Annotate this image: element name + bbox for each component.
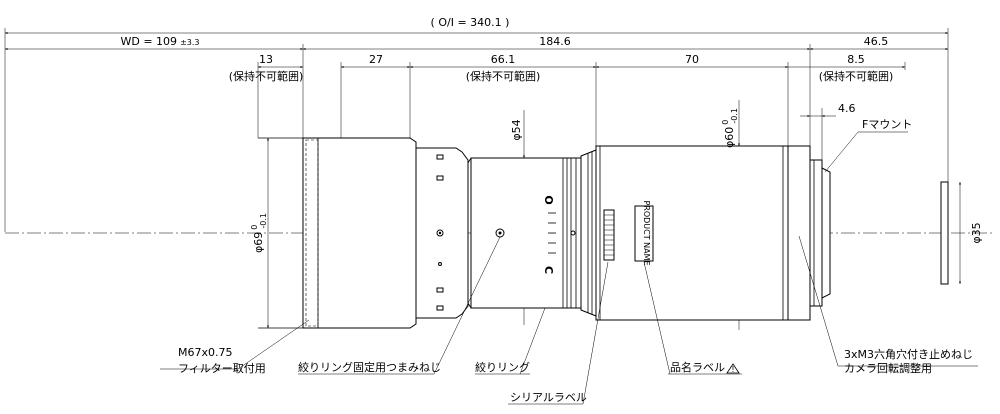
dia-60: φ600-0.1	[721, 100, 740, 330]
iris-scale-ticks	[548, 212, 556, 254]
svg-text:品名ラベル: 品名ラベル	[670, 360, 725, 374]
dimension-oi: ( O/I = 340.1 )	[5, 16, 948, 34]
svg-text:絞りリング: 絞りリング	[475, 360, 530, 374]
no-hold-2: (保持不可範囲)	[466, 69, 541, 83]
dim-70-text: 70	[685, 53, 699, 66]
svg-text:Fマウント: Fマウント	[862, 118, 912, 131]
svg-text:φ690-0.1: φ690-0.1	[250, 213, 268, 253]
svg-text:絞りリング固定用つまみねじ: 絞りリング固定用つまみねじ	[298, 360, 441, 374]
svg-text:φ54: φ54	[510, 119, 523, 140]
front-barrel	[302, 137, 417, 329]
dia-54: φ54	[510, 110, 525, 325]
iris-ring	[470, 157, 582, 309]
svg-text:カメラ回転調整用: カメラ回転調整用	[844, 361, 932, 375]
no-hold-3: (保持不可範囲)	[819, 69, 894, 83]
rear-step-grooves	[587, 151, 593, 315]
product-name-print: PRODUCT NAME	[642, 200, 651, 265]
mount-flange	[787, 145, 811, 321]
svg-text:3xM3六角穴付き止めねじ: 3xM3六角穴付き止めねじ	[844, 347, 973, 361]
callout-serial-label: シリアルラベル	[508, 261, 609, 405]
callout-set-screw: 3xM3六角穴付き止めねじ カメラ回転調整用	[798, 235, 978, 375]
wd-text: WD = 109±3.3	[121, 35, 200, 48]
dimension-row-2: WD = 109±3.3 184.6 46.5	[5, 35, 948, 50]
product-label-body: PRODUCT NAME	[634, 200, 654, 266]
dimension-oi-text: ( O/I = 340.1 )	[431, 16, 510, 29]
dim-27-text: 27	[369, 53, 383, 66]
no-hold-1: (保持不可範囲)	[229, 69, 304, 83]
dim-13-text: 13	[259, 53, 273, 66]
svg-text:!: !	[731, 365, 734, 374]
dia-35: φ35	[940, 181, 983, 285]
callout-iris-ring: 絞りリング	[475, 307, 546, 375]
dim-465-text: 46.5	[864, 35, 889, 48]
callout-iris-lock: 絞りリング固定用つまみねじ	[298, 236, 501, 375]
dimension-row-3: 13 (保持不可範囲) 27 66.1 (保持不可範囲) 70 8.5 (保持不…	[229, 53, 905, 83]
iris-close-mark: C	[542, 266, 555, 274]
lens-body: O C	[258, 137, 831, 329]
svg-text:M67x0.75: M67x0.75	[178, 346, 233, 359]
callout-product-label: 品名ラベル !	[643, 261, 742, 375]
f-mount	[809, 159, 823, 307]
dim-184-text: 184.6	[539, 35, 571, 48]
extension-lines	[4, 28, 949, 232]
rear-barrel	[595, 145, 789, 321]
rear-step	[580, 149, 597, 317]
svg-text:フィルター取付用: フィルター取付用	[178, 362, 266, 375]
f-mount-lug	[821, 167, 831, 299]
callout-filter: M67x0.75 フィルター取付用	[160, 319, 310, 375]
dim-46-text: 4.6	[838, 102, 856, 115]
svg-text:φ35: φ35	[970, 222, 983, 243]
dimension-4-6: 4.6	[800, 102, 856, 117]
dia-69: φ690-0.1	[250, 138, 269, 328]
dim-85-text: 8.5	[847, 53, 865, 66]
step-holes	[436, 154, 444, 311]
serial-label-body	[603, 209, 615, 261]
callout-f-mount: Fマウント	[824, 118, 912, 173]
svg-text:シリアルラベル: シリアルラベル	[510, 391, 587, 404]
iris-open-mark: O	[542, 195, 555, 204]
dim-661-text: 66.1	[491, 53, 516, 66]
warning-triangle-icon: !	[726, 363, 740, 374]
svg-text:φ600-0.1: φ600-0.1	[721, 108, 739, 148]
